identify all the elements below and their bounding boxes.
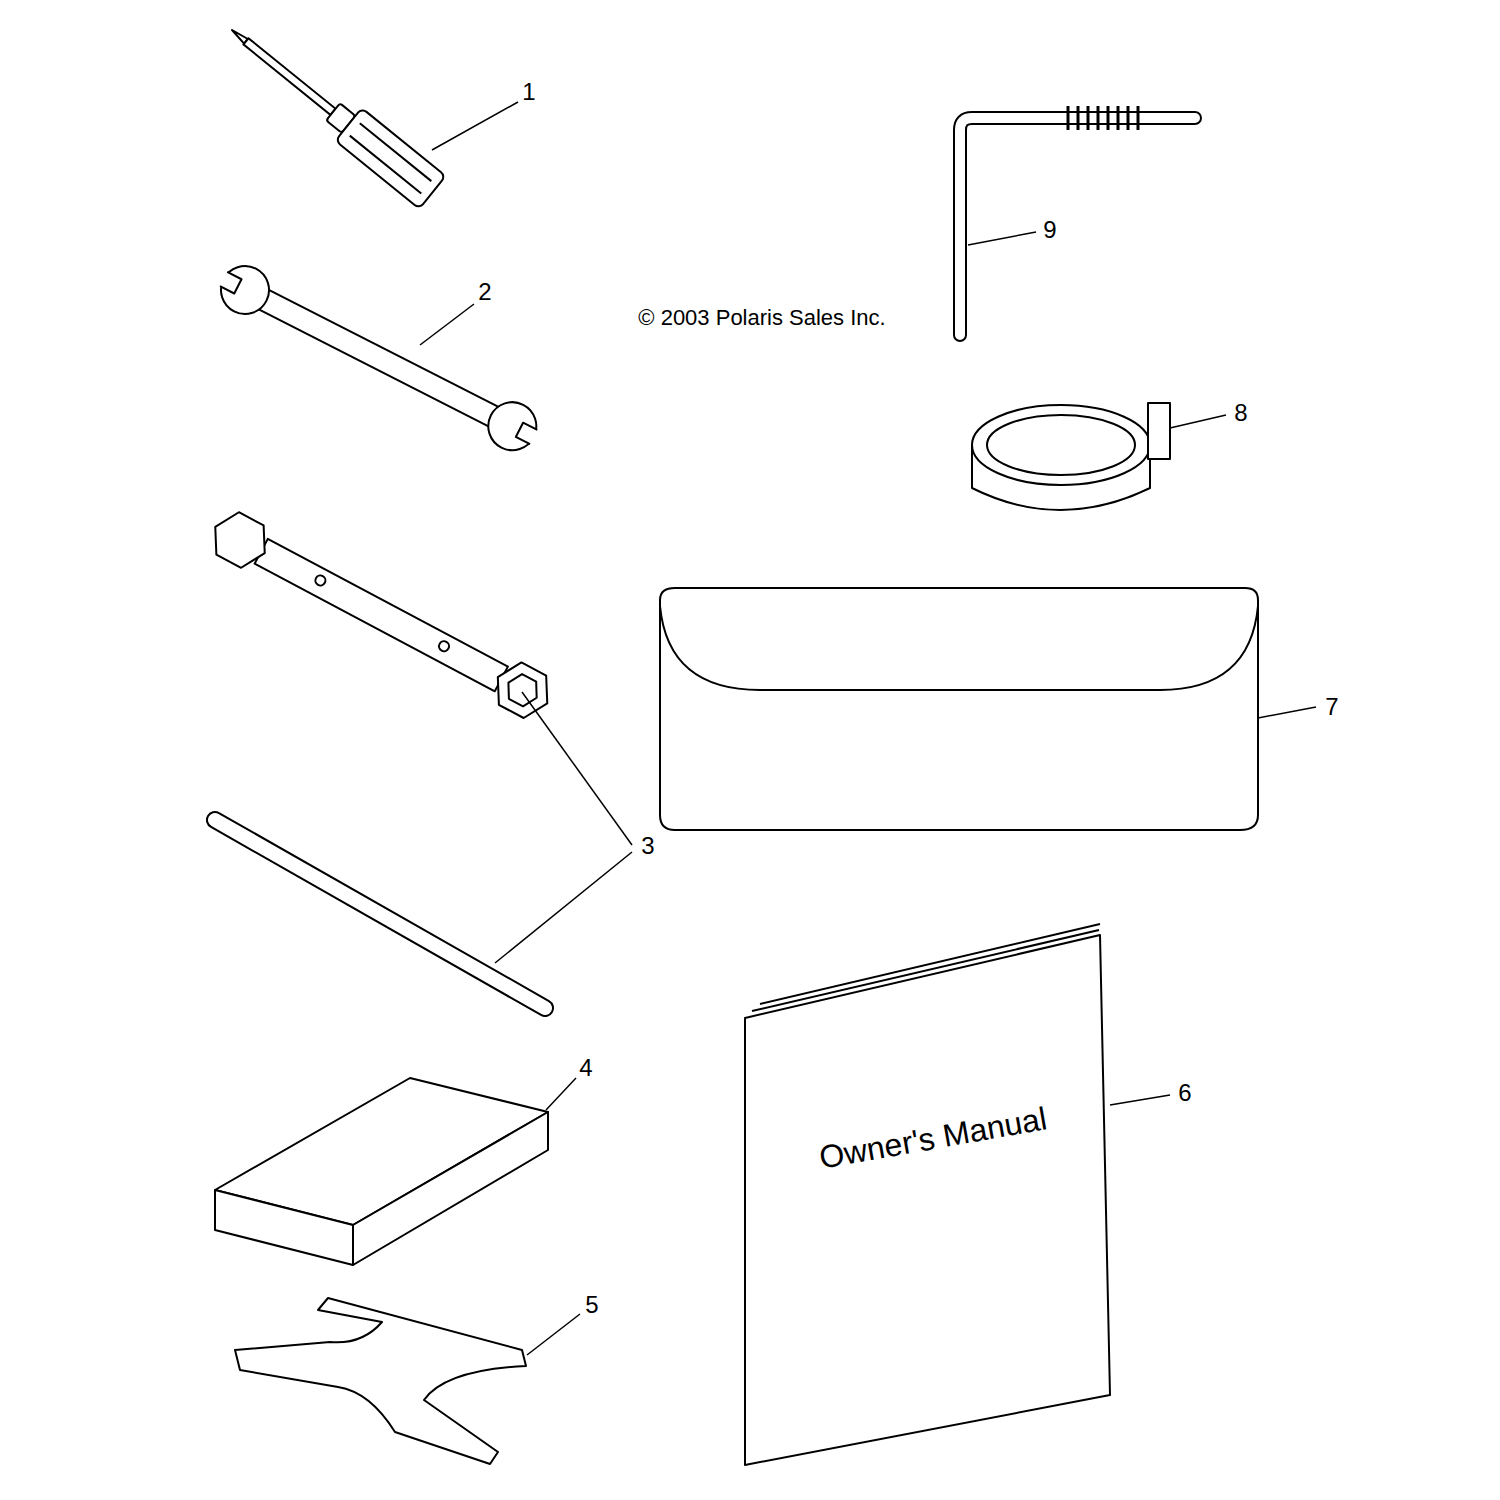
tube-wrench	[204, 506, 559, 725]
tool-pouch	[660, 588, 1258, 830]
pad-block	[215, 1078, 548, 1265]
callout-number: 5	[585, 1293, 598, 1317]
callout-number: 3	[641, 834, 654, 858]
callout-number: 8	[1234, 401, 1247, 425]
callout-number: 2	[478, 280, 491, 304]
tommy-bar	[215, 820, 545, 1008]
copyright-note: © 2003 Polaris Sales Inc.	[638, 307, 885, 329]
open-end-wrench	[211, 257, 546, 460]
screwdriver	[219, 14, 446, 209]
callout-number: 4	[579, 1056, 592, 1080]
tape-roll	[972, 403, 1170, 510]
spanner-tool	[235, 1298, 526, 1464]
owners-manual	[745, 924, 1110, 1465]
callout-number: 9	[1043, 218, 1056, 242]
leader-lines	[420, 102, 1316, 1355]
hex-key	[960, 106, 1195, 335]
callout-number: 6	[1178, 1081, 1191, 1105]
callout-number: 1	[522, 80, 535, 104]
callout-number: 7	[1325, 695, 1338, 719]
